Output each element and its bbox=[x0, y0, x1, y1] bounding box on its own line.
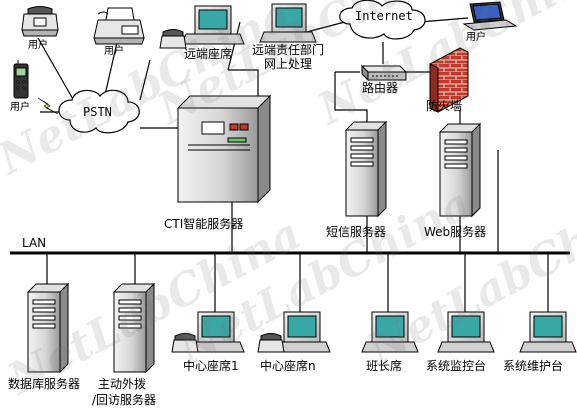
link-sms-uplink bbox=[334, 72, 368, 125]
maintenance-console-label: 系统维护台 bbox=[503, 359, 564, 373]
center-seat-n-label: 中心座席n bbox=[260, 359, 316, 373]
user-mobile-label: 用户 bbox=[10, 102, 30, 113]
outbound-server-icon bbox=[112, 282, 156, 374]
center-seat-1-label: 中心座席1 bbox=[183, 359, 239, 373]
remote-seat-label: 远端座席 bbox=[184, 47, 233, 61]
firewall-icon bbox=[429, 47, 469, 113]
link-cti-uplink bbox=[228, 69, 259, 105]
center-seat-1-workstation-icon bbox=[171, 311, 245, 353]
team-leader-workstation-icon bbox=[361, 311, 419, 353]
pstn-cloud bbox=[58, 89, 140, 134]
router-icon bbox=[360, 64, 408, 82]
remote-department-workstation-icon bbox=[259, 3, 317, 43]
user-telephone-icon bbox=[21, 6, 59, 37]
router-label: 路由器 bbox=[362, 81, 399, 95]
link-user-fax-pstn bbox=[104, 37, 119, 96]
mobile-phone-icon bbox=[13, 60, 29, 99]
team-leader-label: 班长席 bbox=[366, 359, 403, 373]
user-laptop-label: 用户 bbox=[466, 32, 486, 43]
link-remote-seat-up bbox=[227, 21, 241, 71]
cti-server-label: CTI智能服务器 bbox=[164, 217, 244, 231]
web-server-icon bbox=[438, 122, 482, 218]
remote-seat-workstation-icon bbox=[159, 5, 245, 49]
outbound-server-label-line1: 主动外拨 bbox=[98, 377, 147, 391]
connections bbox=[37, 17, 549, 320]
sms-server-label: 短信服务器 bbox=[326, 225, 387, 239]
cti-server-icon bbox=[176, 94, 272, 204]
user-phone-label: 用户 bbox=[28, 40, 48, 51]
user-fax-icon bbox=[93, 7, 145, 45]
remote-dept-label-line2: 网上处理 bbox=[264, 57, 313, 71]
maintenance-console-workstation-icon bbox=[519, 311, 577, 353]
laptop-icon bbox=[462, 1, 518, 31]
remote-dept-label-line1: 远端责任部门 bbox=[252, 43, 325, 57]
monitoring-console-workstation-icon bbox=[437, 311, 495, 353]
link-remote-seat-pstn bbox=[139, 59, 151, 101]
lan-label: LAN bbox=[22, 236, 47, 250]
outbound-server-label-line2: /回访服务器 bbox=[92, 393, 157, 407]
internet-label: Internet bbox=[355, 9, 413, 23]
db-server-label: 数据库服务器 bbox=[8, 377, 81, 391]
pstn-label: PSTN bbox=[83, 105, 112, 119]
database-server-icon bbox=[26, 282, 70, 374]
firewall-label: 防火墙 bbox=[426, 99, 463, 113]
lightning-icon bbox=[37, 97, 59, 115]
link-user-phone-pstn bbox=[37, 37, 79, 109]
web-server-label: Web服务器 bbox=[424, 225, 487, 239]
link-internet-laptop bbox=[419, 17, 469, 23]
sms-server-icon bbox=[344, 120, 388, 218]
monitoring-console-label: 系统监控台 bbox=[426, 359, 487, 373]
user-fax-label: 用户 bbox=[104, 46, 124, 57]
internet-cloud bbox=[339, 0, 426, 40]
center-seat-n-workstation-icon bbox=[257, 311, 331, 353]
